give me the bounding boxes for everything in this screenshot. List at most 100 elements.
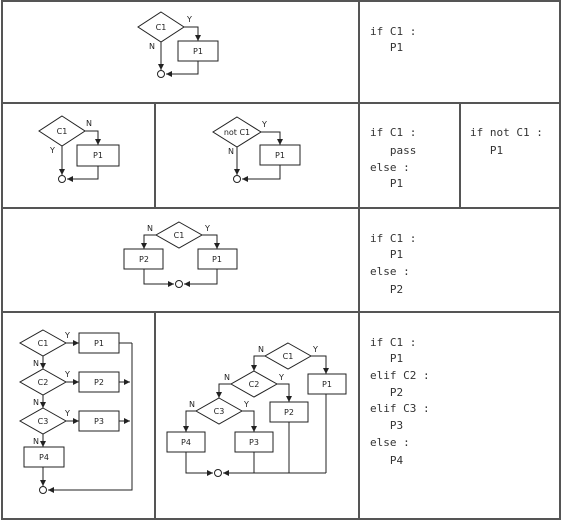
no-branch-line [85, 130, 101, 145]
decision-diamond-1 [263, 342, 313, 370]
merge-node [175, 280, 183, 288]
yes-label-2: Y [64, 370, 70, 379]
yes-label: Y [204, 224, 210, 233]
merge-node [214, 469, 222, 477]
code-if-else: if C1 : P1 else : P2 [370, 232, 416, 296]
process-label: P1 [193, 47, 203, 56]
flowchart-elif-chain: C1 C2 C3 Y Y Y N N N P1 P2 P3 P4 [18, 329, 133, 494]
code-line: if C1 : [370, 336, 416, 349]
yes-label-1: Y [64, 331, 70, 340]
merge-node [39, 486, 47, 494]
code-line: if C1 : [370, 25, 416, 38]
bus-return-line [48, 343, 133, 493]
yes-label: Y [49, 146, 55, 155]
yes-line-3 [242, 410, 257, 432]
process-label-3: P3 [249, 438, 259, 447]
process-label-4: P4 [39, 453, 49, 462]
process-label-2: P2 [94, 378, 104, 387]
no-line-2 [216, 383, 231, 398]
code-elif: if C1 : P1 elif C2 : P2 elif C3 : P3 els… [370, 336, 430, 467]
process-label: P1 [93, 151, 103, 160]
code-if-pass: if C1 : pass else : P1 [370, 126, 416, 190]
code-line: else : [370, 161, 410, 174]
no-label-3: N [189, 400, 195, 409]
code-line: P1 [370, 177, 403, 190]
yes-label-2: Y [278, 373, 284, 382]
flowchart-if-not: not C1 Y N P1 [212, 116, 301, 183]
yes-branch-line [261, 131, 283, 145]
process-label-2: P2 [284, 408, 294, 417]
code-line: elif C3 : [370, 402, 430, 415]
no-label-3: N [33, 437, 39, 446]
decision-diamond [154, 221, 204, 249]
process-label-1: P1 [322, 380, 332, 389]
decision-diamond-2 [229, 370, 279, 398]
merge-line [67, 166, 99, 182]
code-if: if C1 : P1 [370, 25, 416, 54]
yes-label-1: Y [312, 345, 318, 354]
yes-label: Y [261, 120, 267, 129]
condition-label-1: C1 [38, 339, 49, 348]
merge-node [157, 70, 165, 78]
condition-label: C1 [156, 23, 167, 32]
flowchart-if-pass: C1 N Y P1 [38, 115, 120, 183]
code-line: if C1 : [370, 232, 416, 245]
process-label-1: P1 [94, 339, 104, 348]
condition-label-3: C3 [214, 407, 225, 416]
merge-line-p4 [185, 452, 213, 476]
condition-label: C1 [57, 127, 68, 136]
condition-label-2: C2 [38, 378, 49, 387]
code-line: P3 [370, 419, 403, 432]
process-box-4 [23, 446, 65, 468]
code-line: else : [370, 436, 410, 449]
merge-node [233, 175, 241, 183]
process-label-4: P4 [181, 438, 191, 447]
no-branch-line [141, 234, 156, 249]
condition-label-1: C1 [283, 352, 294, 361]
code-line: pass [370, 144, 416, 157]
code-line: elif C2 : [370, 369, 430, 382]
no-label-1: N [33, 359, 39, 368]
code-line: P4 [370, 454, 403, 467]
code-line: P1 [470, 144, 503, 157]
code-line: else : [370, 265, 410, 278]
flowchart-elif-tree: C1 C2 C3 Y N Y N Y N P1 P2 P3 P4 [166, 342, 347, 477]
code-line: P1 [370, 248, 403, 261]
flowchart-if: C1 Y N P1 [137, 11, 219, 78]
yes-branch-line [184, 26, 201, 41]
code-line: if not C1 : [470, 126, 543, 139]
decision-diamond-3 [194, 397, 244, 425]
code-line: P2 [370, 283, 403, 296]
code-if-not: if not C1 : P1 [470, 126, 543, 157]
no-label-1: N [258, 345, 264, 354]
merge-line [242, 165, 281, 182]
process-label-no: P2 [139, 255, 149, 264]
merge-line [166, 61, 199, 77]
no-label: N [86, 119, 92, 128]
process-label-3: P3 [94, 417, 104, 426]
condition-label: C1 [174, 231, 185, 240]
condition-label: not C1 [224, 128, 250, 137]
flowchart-if-else: C1 Y N P1 P2 [123, 221, 238, 288]
process-label: P1 [275, 151, 285, 160]
yes-line-1 [311, 355, 329, 374]
no-line-1 [251, 355, 265, 371]
process-box-1 [307, 373, 347, 395]
merge-line-no [143, 269, 174, 287]
merge-node [58, 175, 66, 183]
no-label-2: N [33, 398, 39, 407]
no-label: N [149, 42, 155, 51]
code-line: P1 [370, 41, 403, 54]
process-label-yes: P1 [212, 255, 222, 264]
yes-label: Y [186, 15, 192, 24]
yes-branch-line [202, 234, 220, 249]
condition-label-3: C3 [38, 417, 49, 426]
no-line-3 [183, 410, 196, 432]
code-line: P2 [370, 386, 403, 399]
condition-label-2: C2 [249, 380, 260, 389]
code-line: P1 [370, 352, 403, 365]
merge-line-yes [184, 269, 218, 287]
